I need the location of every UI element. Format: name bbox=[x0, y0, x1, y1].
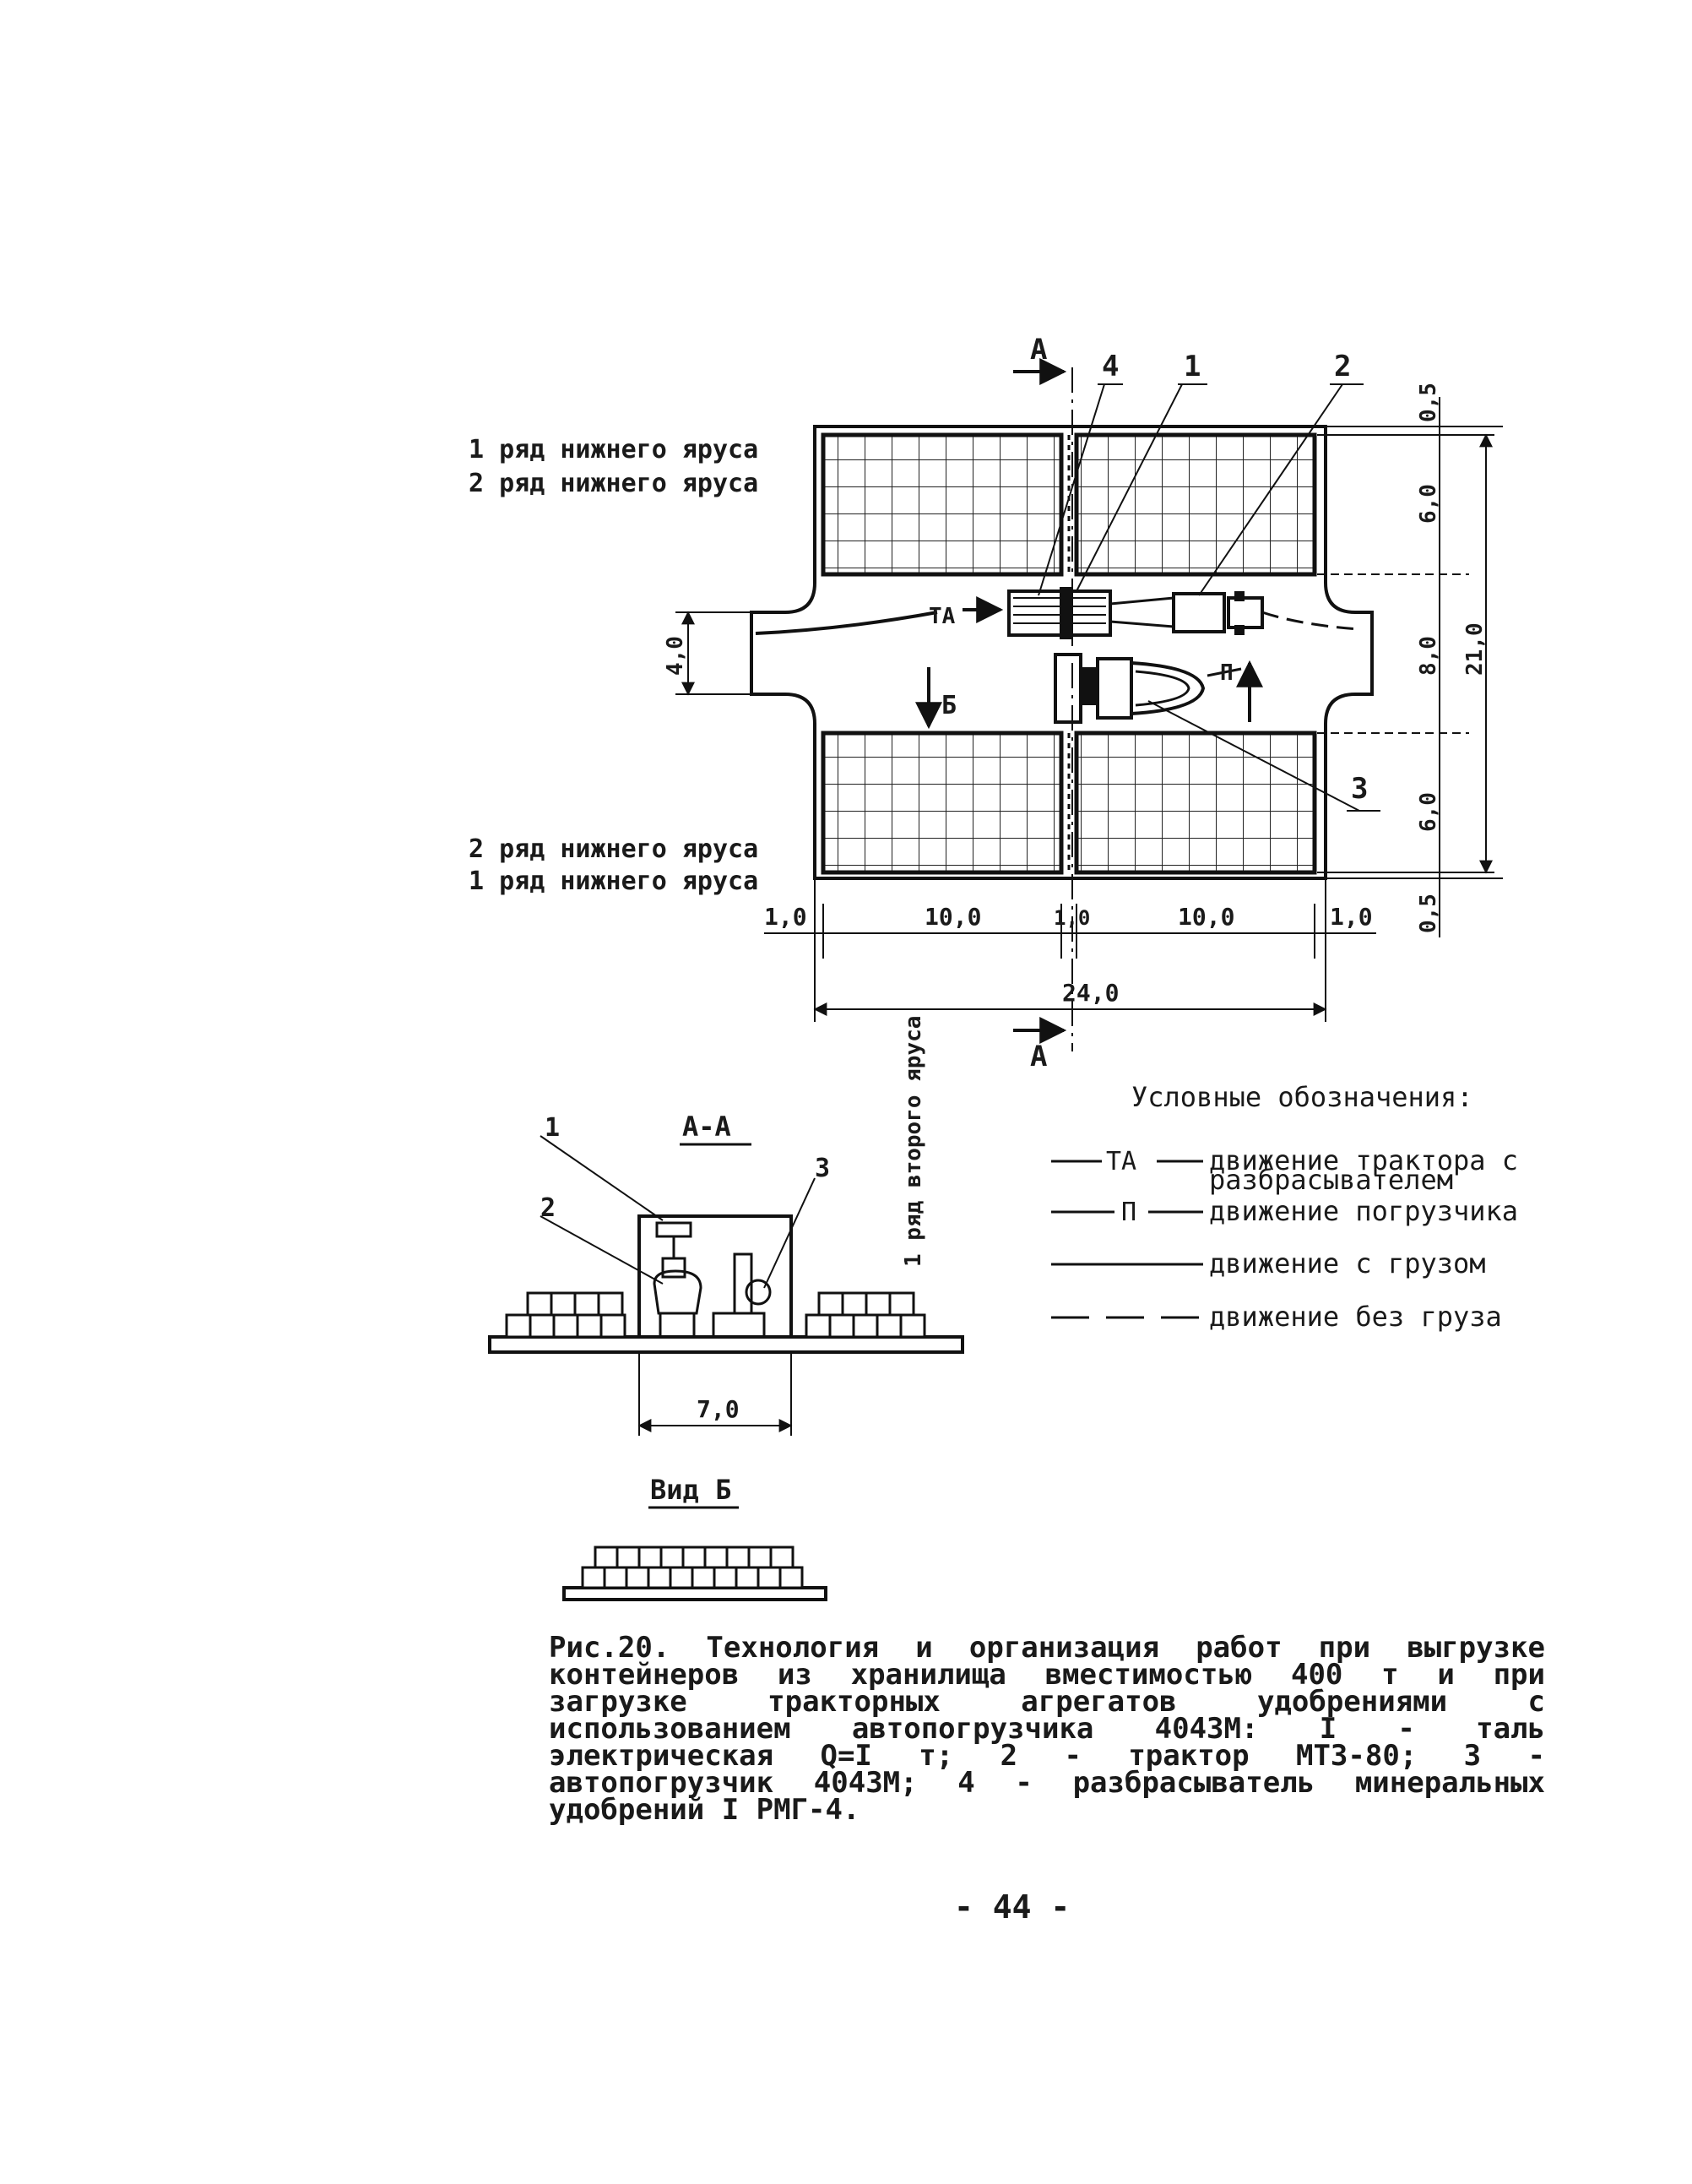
tier-label-top-1: 1 ряд нижнего яруса bbox=[469, 435, 758, 465]
path-return bbox=[1261, 611, 1360, 631]
view-b-title: Вид Б bbox=[650, 1474, 731, 1506]
dim-total-height: 21,0 bbox=[1462, 622, 1488, 676]
callout-3: 3 bbox=[1351, 772, 1368, 806]
view-b-mark: Б bbox=[941, 691, 957, 720]
legend-title: Условные обозначения: bbox=[1131, 1081, 1473, 1113]
tier-label-bottom-2: 1 ряд нижнего яруса bbox=[469, 867, 758, 896]
tractor-spreader-unit bbox=[1007, 587, 1264, 639]
section-callout-1: 1 bbox=[545, 1113, 560, 1143]
dim-bottom-block: 6,0 bbox=[1416, 792, 1441, 832]
dim-entry-width: 4,0 bbox=[663, 636, 688, 676]
dim-bottom-margin: 0,5 bbox=[1416, 894, 1441, 933]
legend-text-1: движение погрузчика bbox=[1209, 1195, 1518, 1227]
dim-top-block: 6,0 bbox=[1416, 484, 1441, 524]
plan-view: А А Б 4 1 2 3 ТА П 1 ряд нижнего яруса 2… bbox=[469, 333, 1503, 1073]
flow-label-ta: ТА bbox=[929, 604, 956, 629]
section-tier-label: 1 ряд второго яруса bbox=[901, 1016, 926, 1267]
dim-left-offset: 1,0 bbox=[764, 903, 807, 931]
section-callout-2: 2 bbox=[540, 1193, 556, 1223]
storage-block-top-right bbox=[1074, 432, 1317, 577]
storage-block-bottom-right bbox=[1074, 731, 1317, 875]
legend-tag-p: П bbox=[1121, 1198, 1136, 1227]
page-number: - 44 - bbox=[954, 1888, 1071, 1926]
dim-total-width: 24,0 bbox=[1062, 979, 1119, 1007]
dim-top-margin: 0,5 bbox=[1416, 383, 1441, 422]
flow-label-p: П bbox=[1220, 660, 1234, 686]
dim-aisle: 8,0 bbox=[1416, 636, 1441, 676]
dim-right-block: 10,0 bbox=[1178, 903, 1234, 931]
section-aa-title: А-А bbox=[682, 1111, 731, 1143]
dim-middle-gap: 1,0 bbox=[1054, 906, 1090, 930]
figure-caption: Рис.20. Технология и организация работ п… bbox=[549, 1631, 1545, 1827]
callout-1: 1 bbox=[1184, 350, 1201, 383]
section-width-dim: 7,0 bbox=[697, 1395, 740, 1423]
legend-text-0-line2: разбрасывателем bbox=[1209, 1164, 1453, 1196]
section-aa: А-А 1 2 bbox=[488, 1016, 964, 1436]
section-mark-bottom: А bbox=[1030, 1040, 1047, 1073]
dim-left-block: 10,0 bbox=[925, 903, 981, 931]
section-mark-top: А bbox=[1030, 333, 1047, 367]
path-p bbox=[1207, 667, 1242, 677]
tier-label-top-2: 2 ряд нижнего яруса bbox=[469, 469, 758, 498]
tier-label-bottom-1: 2 ряд нижнего яруса bbox=[469, 834, 758, 864]
legend: Условные обозначения: ТА движение тракто… bbox=[1051, 1081, 1518, 1333]
storage-block-bottom-left bbox=[821, 731, 1064, 875]
path-ta bbox=[755, 611, 938, 635]
legend-text-2: движение с грузом bbox=[1209, 1247, 1486, 1279]
legend-text-0-line1: движение трактора с bbox=[1209, 1144, 1518, 1176]
legend-tag-ta: ТА bbox=[1106, 1147, 1136, 1176]
horizontal-dimensions bbox=[764, 878, 1376, 1022]
vertical-dimensions bbox=[1317, 397, 1503, 937]
callout-4: 4 bbox=[1102, 350, 1119, 383]
view-b: Вид Б bbox=[562, 1474, 827, 1601]
section-callout-3: 3 bbox=[815, 1154, 830, 1183]
callout-2: 2 bbox=[1334, 350, 1351, 383]
storage-block-top-left bbox=[821, 432, 1064, 577]
dim-right-offset: 1,0 bbox=[1330, 903, 1373, 931]
legend-text-3: движение без груза bbox=[1209, 1301, 1502, 1333]
autoloader-unit bbox=[1054, 653, 1206, 724]
